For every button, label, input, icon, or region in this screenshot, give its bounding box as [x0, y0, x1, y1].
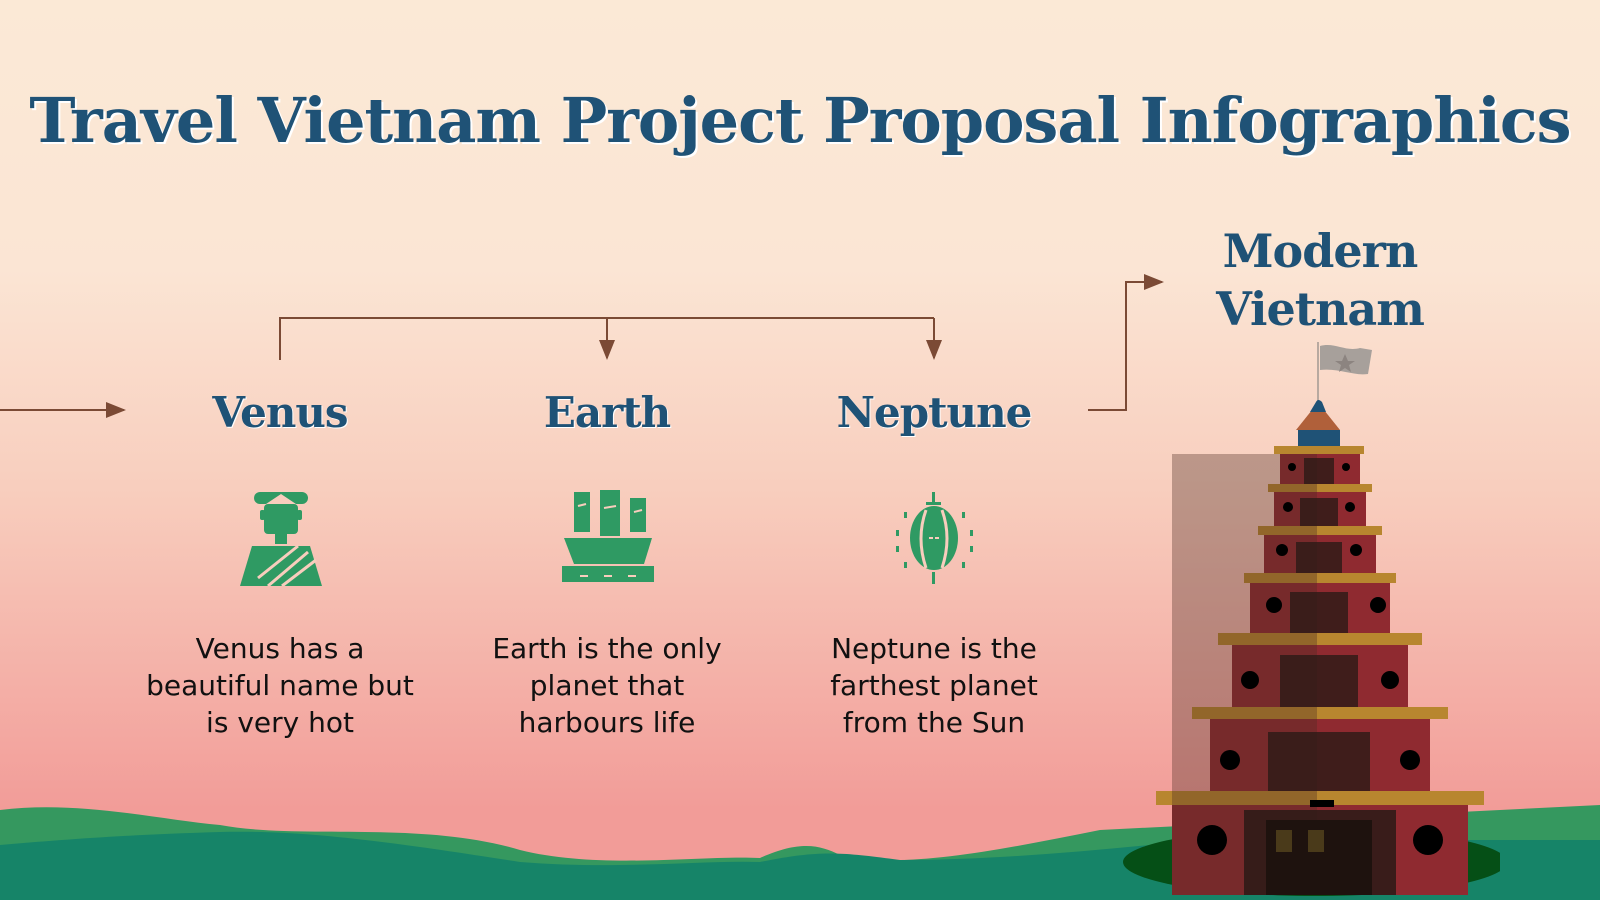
destination-line1: Modern [1222, 224, 1419, 278]
item-heading-earth: Earth [543, 388, 671, 437]
slide-title: Travel Vietnam Project Proposal Infograp… [29, 84, 1571, 157]
item-description-venus: Venus has a beautiful name but is very h… [130, 630, 430, 741]
item-description-earth: Earth is the only planet that harbours l… [457, 630, 757, 741]
desc-line: is very hot [206, 706, 354, 739]
destination-line2: Vietnam [1216, 282, 1425, 336]
item-heading-neptune: Neptune [836, 388, 1033, 437]
junk-boat-icon [562, 490, 654, 582]
desc-line: planet that [529, 669, 685, 702]
vietnamese-person-icon [240, 492, 322, 586]
desc-line: beautiful name but [146, 669, 414, 702]
desc-line: Neptune is the [831, 632, 1037, 665]
pagoda-illustration [1123, 342, 1500, 896]
desc-line: Venus has a [195, 632, 365, 665]
desc-line: farthest planet [830, 669, 1038, 702]
desc-line: from the Sun [842, 706, 1026, 739]
lantern-icon [896, 492, 973, 584]
desc-line: harbours life [518, 706, 696, 739]
desc-line: Earth is the only [492, 632, 722, 665]
destination-heading: Modern Vietnam [1170, 222, 1470, 338]
item-description-neptune: Neptune is the farthest planet from the … [784, 630, 1084, 741]
item-heading-venus: Venus [212, 388, 348, 437]
